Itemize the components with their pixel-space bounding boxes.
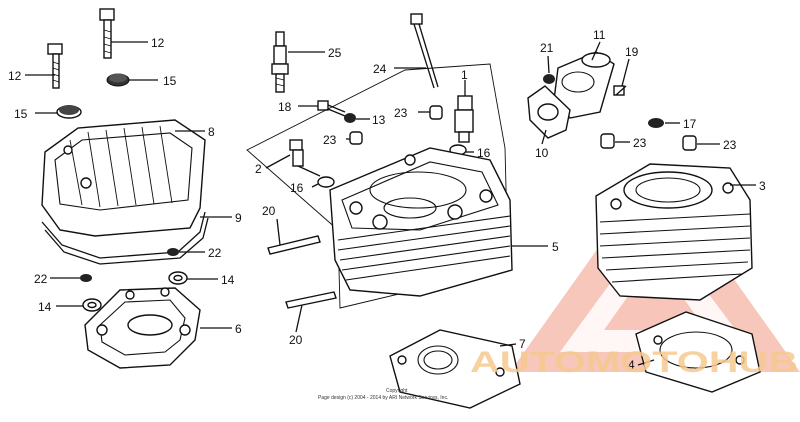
- washer-14-right-icon: [168, 271, 188, 285]
- callout-3: 3: [759, 179, 766, 193]
- callout-12-right: 12: [151, 36, 165, 50]
- callout-19: 19: [625, 45, 639, 59]
- bolt-12-right-icon: [99, 8, 115, 59]
- callout-labels: 12 12 15 15 8 9 22 22 14 14 6 25 18 13 2…: [8, 28, 766, 372]
- callout-9: 9: [235, 211, 242, 225]
- bolt-18-icon: [317, 100, 346, 117]
- copyright-notice: Page design (c) 2004 - 2014 by ARI Netwo…: [318, 395, 448, 401]
- callout-22-right: 22: [208, 246, 222, 260]
- washer-14-left-icon: [82, 298, 102, 312]
- nut-22-upper-icon: [167, 248, 179, 256]
- watermark-text: AUTOMOTOHUB: [470, 346, 798, 379]
- washer-15-right-icon: [106, 73, 130, 87]
- cylinder-3-icon: [595, 163, 753, 301]
- callout-1: 1: [461, 68, 468, 82]
- bolt-24-icon: [410, 13, 439, 89]
- callout-17: 17: [683, 117, 697, 131]
- callout-5: 5: [552, 240, 559, 254]
- callout-24: 24: [373, 62, 387, 76]
- camshaft-holder-6-icon: [84, 287, 201, 369]
- insulator-gasket-10-icon: [527, 85, 571, 139]
- callout-14-left: 14: [38, 300, 52, 314]
- dowel-23-right-a-icon: [600, 133, 615, 149]
- callout-21: 21: [540, 41, 554, 55]
- cylinder-gasket-4-icon: [635, 311, 761, 393]
- callout-6: 6: [235, 322, 242, 336]
- watermark: AUTOMOTOHUB: [470, 346, 798, 379]
- callout-2: 2: [255, 162, 262, 176]
- bolt-12-left-icon: [47, 43, 63, 89]
- dowel-23-right-b-icon: [682, 135, 697, 151]
- callout-25: 25: [328, 46, 342, 60]
- cam-chain-guide-2-icon: [289, 139, 321, 177]
- callout-16-left: 16: [290, 181, 304, 195]
- dowel-23-center-icon: [349, 131, 363, 145]
- callout-23-center: 23: [323, 133, 337, 147]
- stud-20-upper-icon: [267, 235, 321, 255]
- callout-23-right-b: 23: [723, 138, 737, 152]
- callout-12-left: 12: [8, 69, 22, 83]
- stud-20-lower-icon: [285, 291, 337, 309]
- callout-8: 8: [208, 125, 215, 139]
- dowel-23-upper-icon: [429, 105, 443, 120]
- callout-16-right: 16: [477, 146, 491, 160]
- head-cover-gasket-9-icon: [41, 211, 209, 265]
- callout-7: 7: [519, 337, 526, 351]
- callout-15-right: 15: [163, 74, 177, 88]
- bolt-19-icon: [613, 85, 627, 96]
- head-gasket-7-icon: [389, 329, 521, 409]
- spark-plug-25-icon: [271, 31, 289, 93]
- cylinder-head-5-icon: [329, 147, 513, 297]
- callout-20-lower: 20: [289, 333, 303, 347]
- washer-13-icon: [344, 113, 356, 123]
- valve-guide-1-icon: [454, 95, 474, 143]
- callout-22-left: 22: [34, 272, 48, 286]
- copyright-heading: Copyright: [386, 388, 408, 394]
- washer-15-left-icon: [56, 105, 82, 119]
- callout-23-right-a: 23: [633, 136, 647, 150]
- washer-17-icon: [648, 118, 664, 128]
- nut-22-lower-icon: [80, 274, 92, 282]
- callout-11: 11: [593, 28, 606, 42]
- callout-4: 4: [628, 358, 635, 372]
- head-cover-8-icon: [41, 119, 206, 237]
- bolt-21-icon: [543, 74, 555, 84]
- leader-lines: [25, 41, 756, 366]
- callout-10: 10: [535, 146, 549, 160]
- callout-14-right: 14: [221, 273, 235, 287]
- callout-15-left: 15: [14, 107, 28, 121]
- callout-18: 18: [278, 100, 292, 114]
- callout-23-upper: 23: [394, 106, 408, 120]
- callout-13: 13: [372, 113, 386, 127]
- o-ring-16-left-icon: [317, 176, 335, 188]
- callout-20-upper: 20: [262, 204, 276, 218]
